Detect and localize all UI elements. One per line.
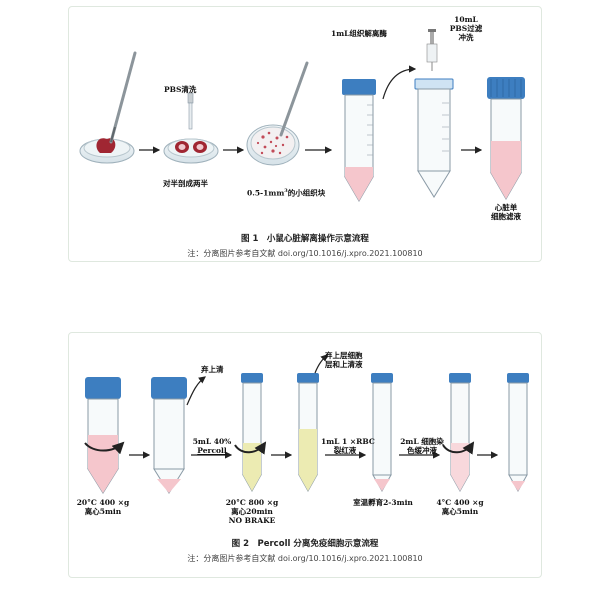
figure-2-diagram — [84, 354, 529, 494]
petri-dish-minced-tissue — [246, 124, 300, 166]
tube-step3-percoll — [234, 373, 267, 493]
tube-step5-rbc — [371, 373, 393, 493]
label-small-pieces: 0.5-1mm3的小组织块 — [247, 188, 326, 198]
label-pbs-filter: 10mL PBS过滤 冲洗 — [449, 15, 483, 42]
label-discard-supernatant: 弃上清 — [201, 365, 224, 374]
figure-1-panel: PBS清洗 对半剖成两半 0.5-1mm3的小组织块 1mL组织解离酶 10mL… — [68, 6, 542, 262]
petri-dish-halved-heart — [163, 138, 219, 164]
figure-2-note: 注：分离图片参考自文献 doi.org/10.1016/j.xpro.2021.… — [187, 554, 423, 563]
scalpel-icon — [109, 51, 137, 144]
curved-arrow-to-filter — [382, 65, 417, 100]
pipette-icon — [187, 92, 194, 130]
tube-step4-layers — [297, 354, 328, 493]
tube-with-strainer — [414, 78, 454, 198]
label-step5-incubate: 室温孵育2-3min — [353, 498, 413, 507]
label-percoll: 5mL 40% Percoll — [192, 437, 232, 455]
label-single-cell-filtrate: 心脏单 细胞滤液 — [491, 203, 521, 221]
spin-arrow-3 — [442, 441, 475, 455]
tube-step2-discard — [151, 376, 206, 494]
tube-enzyme — [342, 79, 376, 202]
scalpel-icon-2 — [279, 61, 309, 137]
tube-single-cell-filtrate — [487, 77, 525, 201]
spin-arrow-2 — [234, 441, 267, 455]
label-discard-upper: 弃上层细胞 层和上清液 — [325, 351, 363, 369]
label-cut-half: 对半剖成两半 — [163, 179, 208, 188]
tube-step6-stain — [442, 373, 475, 493]
syringe-icon — [426, 29, 438, 71]
label-step6-centrifuge: 4°C 400 ×g 离心5min — [436, 498, 484, 516]
label-stain-buffer: 2mL 细胞染 色缓冲液 — [400, 437, 444, 455]
tube-step7-final — [507, 373, 529, 493]
figure-2-panel: 弃上清 5mL 40% Percoll 弃上层细胞 层和上清液 1mL 1 ×R… — [68, 332, 542, 578]
figure-2-caption: 图 2 Percoll 分离免疫细胞示意流程 — [231, 539, 379, 549]
label-enzyme: 1mL组织解离酶 — [331, 29, 387, 38]
label-pbs-wash: PBS清洗 — [164, 85, 197, 94]
label-step1-centrifuge: 20°C 400 ×g 离心5min — [76, 498, 130, 516]
figure-1-caption: 图 1 小鼠心脏解离操作示意流程 — [241, 234, 369, 244]
figure-1-note: 注：分离图片参考自文献 doi.org/10.1016/j.xpro.2021.… — [187, 249, 423, 258]
label-step3-centrifuge: 20°C 800 ×g 离心20min NO BRAKE — [225, 498, 279, 525]
label-rbc: 1mL 1 ×RBC 裂红液 — [321, 437, 375, 455]
tube-step1-sample — [84, 377, 125, 494]
petri-dish-whole-heart — [79, 138, 135, 164]
figure-1-diagram — [79, 29, 525, 202]
spin-arrow-1 — [84, 441, 125, 455]
